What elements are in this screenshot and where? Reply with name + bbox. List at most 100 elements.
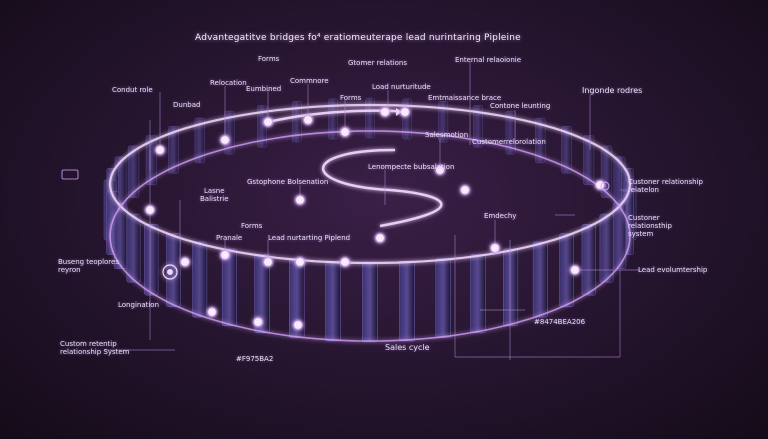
circle-node-ring	[296, 258, 304, 266]
circle-node-ring	[401, 108, 409, 116]
label-longination: Longination	[118, 301, 160, 309]
circle-node-ring	[376, 234, 384, 242]
ring-pillar	[438, 101, 449, 143]
label-lenompecte: Lenompecte bubsalation	[368, 163, 455, 171]
ring-pillar	[581, 224, 596, 296]
label-ingonde-rodres: Ingonde rodres	[582, 86, 643, 95]
circle-node-icon	[219, 134, 231, 146]
circle-node-icon	[339, 256, 351, 268]
circle-node-icon	[294, 256, 306, 268]
circle-node-ring	[208, 308, 216, 316]
ring-pillar	[127, 145, 140, 198]
label-dunbad: Dunbad	[173, 101, 201, 109]
ring-pillar	[532, 241, 548, 318]
ring-pillar	[325, 260, 341, 342]
circle-node-icon	[219, 249, 231, 261]
circle-node-icon	[374, 232, 386, 244]
circle-node-icon	[569, 264, 581, 276]
ring-pillar	[399, 260, 415, 342]
label-forms-top: Forms	[258, 55, 280, 63]
circle-node-ring	[596, 181, 604, 189]
label-emdecky: Emdechy	[484, 212, 517, 220]
label-gtomer-relations: Gtomer relations	[348, 59, 408, 67]
circle-node-ring	[294, 321, 302, 329]
ring-pillar	[435, 258, 451, 339]
circle-node-ring	[146, 206, 154, 214]
circle-node-icon	[144, 204, 156, 216]
lock-icon	[61, 169, 79, 180]
label-forms-low: Forms	[241, 222, 263, 230]
circle-node-ring	[381, 108, 389, 116]
target-icon	[162, 264, 178, 280]
circle-node-ring	[341, 128, 349, 136]
circle-node-icon	[302, 114, 314, 126]
label-salesmotion: Salesmotion	[425, 131, 469, 139]
label-custom-relation-system: Custom retentip relationship System	[60, 340, 130, 356]
circle-node-ring	[491, 244, 499, 252]
ring-pillar	[362, 261, 378, 343]
label-hex-right: #8474BEA206	[534, 318, 586, 326]
ring-pillar	[145, 135, 157, 186]
label-gstophone: Gstophone Bolsenation	[247, 178, 329, 186]
ring-pillar	[192, 241, 208, 318]
circle-node-icon	[262, 116, 274, 128]
label-hex-left: #F975BA2	[236, 355, 274, 363]
label-customerrelor: Customerrelorolation	[472, 138, 546, 146]
ring-pillar	[470, 254, 486, 334]
circle-node-ring	[221, 136, 229, 144]
circle-node-ring	[341, 258, 349, 266]
ring-pillar	[599, 213, 614, 283]
circle-node-ring	[254, 318, 262, 326]
ring-top-rail	[108, 103, 632, 265]
circle-node-ring	[156, 146, 164, 154]
gear-icon	[600, 181, 610, 191]
circle-node-icon	[294, 194, 306, 206]
ring-pillar	[221, 248, 237, 327]
ring-pillar	[194, 117, 205, 164]
circle-node-icon	[179, 256, 191, 268]
circle-node-ring	[461, 186, 469, 194]
circle-node-icon	[339, 126, 351, 138]
circle-node-icon	[434, 164, 446, 176]
ring-pillar	[291, 101, 302, 143]
ring-bottom-rail	[109, 130, 631, 342]
label-conduit-role: Condut role	[112, 86, 153, 94]
circle-node-icon	[489, 242, 501, 254]
label-emtmaissance: Emtmaissance brace	[428, 94, 502, 102]
circle-node-icon	[459, 184, 471, 196]
ring-pillar	[254, 254, 270, 334]
ring-pillar	[166, 233, 181, 308]
circle-node-ring	[436, 166, 444, 174]
ring-pillar	[583, 135, 595, 186]
circle-node-ring	[264, 258, 272, 266]
circle-node-ring	[181, 258, 189, 266]
circle-node-icon	[292, 319, 304, 331]
ring-pillar	[473, 105, 483, 148]
label-pranale: Pranale	[216, 234, 243, 242]
label-content-launing: Contone leunting	[490, 102, 551, 110]
circle-node-ring	[304, 116, 312, 124]
diagram-title: Advantegatitve bridges fo⁴ eratiomeutera…	[195, 33, 521, 43]
label-customer-relationship-system: Custoner relationsthip system	[628, 214, 672, 238]
circle-node-icon	[206, 306, 218, 318]
label-sales-cycle: Sales cycle	[385, 343, 430, 352]
label-commnore: Commnore	[290, 77, 329, 85]
ring-pillar	[126, 213, 141, 283]
ring-pillar	[535, 117, 546, 164]
label-load-nurturitude: Load nurturitude	[372, 83, 431, 91]
circle-node-icon	[154, 144, 166, 156]
circle-node-icon	[262, 256, 274, 268]
label-lead-nurturing: Lead nurtarting Piplend	[268, 234, 351, 242]
ring-pillar	[168, 126, 179, 174]
label-customer-relationship-relation: Custoner relationship relatelon	[628, 178, 703, 194]
circle-node-icon	[594, 179, 606, 191]
circle-node-icon	[379, 106, 391, 118]
circle-node-ring	[221, 251, 229, 259]
ring-pillar	[503, 248, 519, 327]
label-lead-evolunteship: Lead evolumtership	[638, 266, 708, 274]
ring-pillar	[561, 126, 572, 174]
ring-pillar	[365, 97, 375, 139]
label-lasne-balistrie: Lasne Balistrie	[200, 187, 229, 203]
